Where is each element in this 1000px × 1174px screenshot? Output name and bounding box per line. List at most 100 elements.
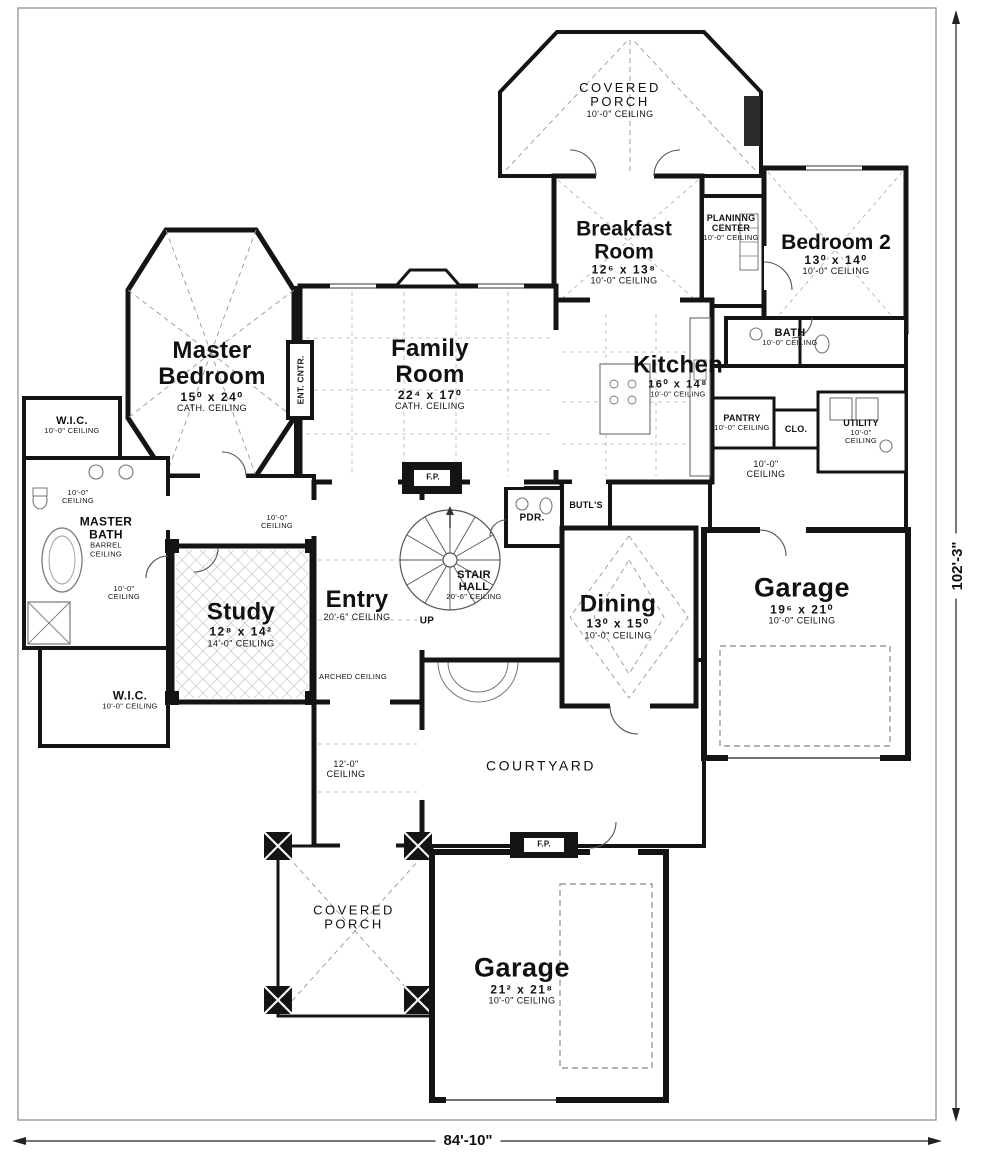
bath-ceiling: 10'-0" CEILING xyxy=(762,337,818,347)
fireplace-bottom-label: F.P. xyxy=(537,839,551,850)
entry-name: Entry xyxy=(325,585,389,613)
master-bath-ceiling-a: 10'-0" CEILING xyxy=(61,487,95,505)
covered-porch-bottom-name: COVERED PORCH xyxy=(313,902,395,932)
family-room-dims: 22⁴ x 17⁰ xyxy=(397,387,463,402)
entry-side-ceiling-label: 10'-0" CEILING xyxy=(260,513,294,531)
powder-label: PDR. xyxy=(519,513,544,524)
stair-hall-name: STAIR HALL xyxy=(457,568,491,593)
study-ceiling: 14'-0" CEILING xyxy=(207,637,275,648)
dimension-right-text: 102'-3" xyxy=(949,533,967,599)
family-room-ceiling: CATH. CEILING xyxy=(394,401,466,412)
spiral-stair xyxy=(399,506,501,611)
entry-label: Entry 20'-6" CEILING xyxy=(323,585,391,623)
powder-name: PDR. xyxy=(519,512,545,524)
breakfast-room-ceiling: 10'-0" CEILING xyxy=(590,275,658,286)
wic-lower-label: W.I.C. 10'-0" CEILING xyxy=(102,688,158,711)
fireplace-top xyxy=(402,462,462,494)
garage-right-label: Garage 19⁶ x 21⁰ 10'-0" CEILING xyxy=(753,572,851,627)
breakfast-room-label: Breakfast Room 12⁶ x 13⁸ 10'-0" CEILING xyxy=(564,217,684,286)
breakfast-room-dims: 12⁶ x 13⁸ xyxy=(591,262,657,277)
kitchen-label: Kitchen 16⁰ x 14⁸ 10'-0" CEILING xyxy=(632,351,724,400)
dimension-bottom-label: 84'-10" xyxy=(435,1132,501,1150)
family-room-label: Family Room 22⁴ x 17⁰ CATH. CEILING xyxy=(370,335,490,412)
bathtub xyxy=(41,527,83,593)
bedroom2-label: Bedroom 2 13⁰ x 14⁰ 10'-0" CEILING xyxy=(781,231,891,277)
garage-right-ceiling: 10'-0" CEILING xyxy=(768,615,836,626)
dining-ceiling: 10'-0" CEILING xyxy=(584,629,652,640)
stair-hall-label: STAIR HALL 20'-6" CEILING xyxy=(446,569,501,601)
entry-ceiling: 20'-6" CEILING xyxy=(323,612,391,623)
garage-right-dims: 19⁶ x 21⁰ xyxy=(770,602,834,617)
covered-porch-top-walls xyxy=(498,30,763,178)
master-bedroom-label: Master Bedroom 15⁰ x 24⁰ CATH. CEILING xyxy=(137,337,287,414)
master-bedroom-name: Master Bedroom xyxy=(158,337,266,391)
wic-lower-ceiling: 10'-0" CEILING xyxy=(102,701,158,711)
arched-ceiling: ARCHED CEILING xyxy=(319,671,387,681)
master-bath-ceiling: BARREL CEILING xyxy=(89,540,123,559)
dimension-bottom-text: 84'-10" xyxy=(435,1132,501,1150)
fireplace-bottom xyxy=(510,832,578,858)
arched-ceiling-label: ARCHED CEILING xyxy=(319,671,387,681)
planning-center-name: PLANINNG CENTER xyxy=(706,212,756,233)
covered-porch-top-label: COVERED PORCH 10'-0" CEILING xyxy=(570,79,670,119)
covered-porch-top-ceiling: 10'-0" CEILING xyxy=(586,108,654,119)
dimension-right-label: 102'-3" xyxy=(949,533,967,599)
utility-label: UTILITY 10'-0" CEILING xyxy=(843,417,879,445)
stair-hall-ceiling: 20'-6" CEILING xyxy=(446,591,502,601)
closet-label: CLO. xyxy=(784,424,808,435)
covered-porch-bottom-label: COVERED PORCH xyxy=(309,902,399,933)
ent-cntr-text: ENT. CNTR. xyxy=(295,355,306,405)
garage-bottom-label: Garage 21² x 21⁸ 10'-0" CEILING xyxy=(473,952,571,1007)
bath-name: BATH xyxy=(774,326,806,339)
lot-line xyxy=(17,7,937,1121)
wic-upper-label: W.I.C. 10'-0" CEILING xyxy=(44,415,99,435)
master-bath-ceiling-b: 10'-0" CEILING xyxy=(107,583,141,601)
fireplace-bottom-text: F.P. xyxy=(537,839,551,849)
fireplace-top-text: F.P. xyxy=(426,472,440,482)
kitchen-name: Kitchen xyxy=(632,351,724,379)
bedroom2-name: Bedroom 2 xyxy=(781,230,891,254)
wic-lower-name: W.I.C. xyxy=(112,688,148,703)
courtyard-name: COURTYARD xyxy=(486,757,596,774)
utility-name: UTILITY xyxy=(843,417,879,428)
butlers-name: BUTL'S xyxy=(569,500,603,511)
planning-center-label: PLANINNG CENTER 10'-0" CEILING xyxy=(700,212,762,242)
butlers-label: BUTL'S xyxy=(569,500,603,511)
family-kitchen-walls xyxy=(297,268,715,485)
gallery-ceiling-label: 12'-0" CEILING xyxy=(326,759,366,780)
pantry-name: PANTRY xyxy=(723,412,761,423)
master-bath-name: MASTER BATH xyxy=(79,514,133,542)
closet-name: CLO. xyxy=(784,424,808,435)
dining-name: Dining xyxy=(579,590,657,618)
south-wing-walls xyxy=(263,699,669,1103)
wic-upper-name: W.I.C. xyxy=(56,414,88,427)
utility-ceiling: 10'-0" CEILING xyxy=(844,427,878,445)
entertainment-center-niche xyxy=(286,340,314,420)
breakfast-room-name: Breakfast Room xyxy=(576,217,672,264)
dining-dims: 13⁰ x 15⁰ xyxy=(586,616,650,631)
planning-center-ceiling: 10'-0" CEILING xyxy=(703,232,759,242)
bedroom2-dims: 13⁰ x 14⁰ xyxy=(804,253,868,268)
chimney xyxy=(744,96,760,146)
garage-right-name: Garage xyxy=(753,572,851,603)
master-bedroom-dims: 15⁰ x 24⁰ xyxy=(180,389,244,404)
garage-bottom-dims: 21² x 21⁸ xyxy=(490,982,554,997)
kitchen-dims: 16⁰ x 14⁸ xyxy=(648,379,708,392)
study-name: Study xyxy=(206,598,276,626)
master-hall-walls xyxy=(166,474,316,548)
gallery-ceiling: 12'-0" CEILING xyxy=(326,759,366,779)
pantry-label: PANTRY 10'-0" CEILING xyxy=(714,412,769,432)
master-bath-ceiling-b-label: 10'-0" CEILING xyxy=(107,583,141,602)
covered-porch-top-name: COVERED PORCH xyxy=(579,79,661,110)
bay-window xyxy=(392,268,464,288)
ent-cntr-label: ENT. CNTR. xyxy=(295,355,306,405)
fireplace-top-label: F.P. xyxy=(426,472,440,483)
garage-bottom-name: Garage xyxy=(473,952,571,983)
dining-label: Dining 13⁰ x 15⁰ 10'-0" CEILING xyxy=(579,590,657,640)
kitchen-island xyxy=(599,363,651,435)
garage-hall-ceiling-label: 10'-0" CEILING xyxy=(746,459,786,480)
master-bedroom-ceiling: CATH. CEILING xyxy=(176,403,248,414)
bath-label: BATH 10'-0" CEILING xyxy=(762,327,817,347)
